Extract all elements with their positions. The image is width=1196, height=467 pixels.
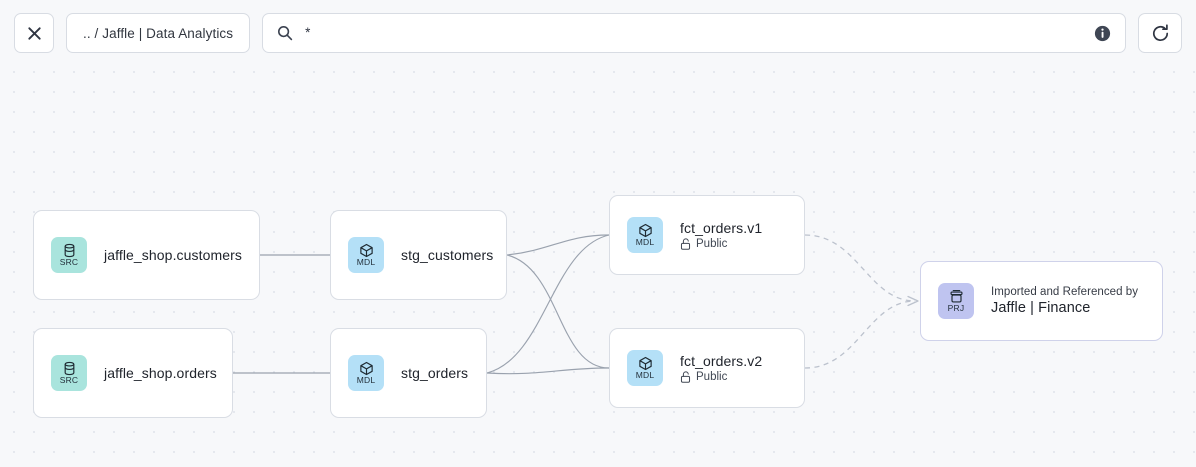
search-input[interactable]: * [262,13,1126,53]
badge-prj: PRJ [938,283,974,319]
lineage-graph-canvas[interactable]: SRC jaffle_shop.customers SRC jaffle_sho… [0,58,1196,467]
node-title: fct_orders.v1 [680,220,763,236]
edge-stgcust-to-v1 [506,234,610,256]
node-body: jaffle_shop.customers [104,247,242,263]
database-icon [64,361,74,376]
badge-label: MDL [635,370,655,380]
edge-stgorders-to-v1 [486,234,610,374]
close-button[interactable] [14,13,54,53]
node-title: Jaffle | Finance [991,300,1091,316]
refresh-button[interactable] [1138,13,1182,53]
cube-icon [359,243,373,258]
node-body: stg_customers [401,247,493,263]
breadcrumb-button[interactable]: .. / Jaffle | Data Analytics [66,13,251,53]
node-body: Imported and Referenced by Jaffle | Fina… [991,286,1138,316]
node-stg-orders[interactable]: MDL stg_orders [330,328,487,418]
search-input-value: * [305,26,311,40]
badge-mdl: MDL [627,217,663,253]
node-fct-orders-v2[interactable]: MDL fct_orders.v2 Public [609,328,805,408]
node-visibility-label: Public [696,371,728,383]
toolbar: .. / Jaffle | Data Analytics * [0,0,1196,66]
node-visibility: Public [680,371,762,383]
node-stg-customers[interactable]: MDL stg_customers [330,210,507,300]
unlock-icon [680,238,691,250]
close-icon [27,26,41,40]
node-title: stg_customers [401,247,494,263]
badge-mdl: MDL [348,355,384,391]
breadcrumb: .. / Jaffle | Data Analytics [83,25,234,41]
node-title: jaffle_shop.orders [104,365,217,381]
node-title: jaffle_shop.customers [104,247,243,263]
node-visibility-label: Public [696,238,728,250]
badge-label: MDL [635,237,655,247]
badge-label: PRJ [947,303,965,313]
database-icon [64,243,74,258]
node-body: fct_orders.v2 Public [680,353,762,383]
badge-label: MDL [356,375,376,385]
cube-icon [638,356,652,371]
cube-icon [359,361,373,376]
node-body: fct_orders.v1 Public [680,220,762,250]
node-jaffle-shop-orders[interactable]: SRC jaffle_shop.orders [33,328,233,418]
cube-icon [638,223,652,238]
badge-src: SRC [51,355,87,391]
edge-v2-to-project [804,300,916,369]
edge-stgorders-to-v2 [486,367,610,375]
badge-label: MDL [356,257,376,267]
node-jaffle-finance-project[interactable]: PRJ Imported and Referenced by Jaffle | … [920,261,1163,341]
unlock-icon [680,371,691,383]
node-title: stg_orders [401,365,469,381]
node-jaffle-shop-customers[interactable]: SRC jaffle_shop.customers [33,210,260,300]
badge-src: SRC [51,237,87,273]
badge-label: SRC [59,257,79,267]
edge-arrowhead [907,295,919,307]
search-icon [278,25,293,41]
badge-mdl: MDL [627,350,663,386]
badge-mdl: MDL [348,237,384,273]
node-visibility: Public [680,238,762,250]
node-body: jaffle_shop.orders [104,365,217,381]
project-box-icon [949,290,963,303]
badge-label: SRC [59,375,79,385]
graph-edges [233,234,919,375]
refresh-icon [1152,23,1168,41]
node-kicker: Imported and Referenced by [991,286,1139,298]
edge-stgcust-to-v2 [506,254,610,369]
info-circle-icon[interactable] [1094,25,1111,42]
edge-v1-to-project [804,234,916,302]
node-title: fct_orders.v2 [680,353,763,369]
node-body: stg_orders [401,365,468,381]
node-fct-orders-v1[interactable]: MDL fct_orders.v1 Public [609,195,805,275]
